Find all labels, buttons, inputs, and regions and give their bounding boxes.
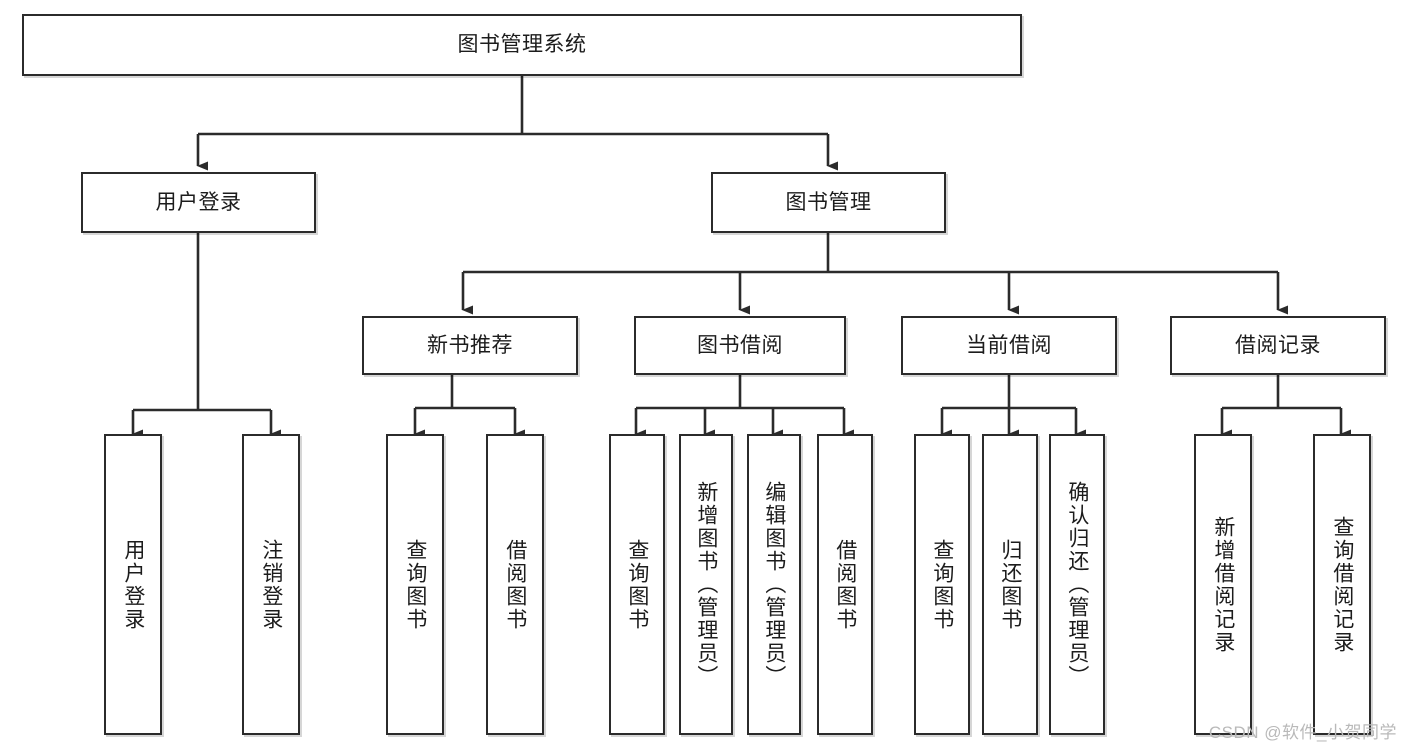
node-leaf-borrow-book-2[interactable]: 借阅图书 bbox=[817, 434, 873, 735]
node-new-book-rec-label: 新书推荐 bbox=[427, 333, 513, 357]
node-user-login[interactable]: 用户登录 bbox=[81, 172, 316, 233]
node-root-label: 图书管理系统 bbox=[457, 33, 587, 57]
node-book-borrow[interactable]: 图书借阅 bbox=[634, 316, 846, 375]
node-leaf-confirm-return-label: 确认归还（管理员） bbox=[1065, 481, 1089, 688]
node-leaf-edit-book[interactable]: 编辑图书（管理员） bbox=[747, 434, 801, 735]
node-leaf-query-record-label: 查询借阅记录 bbox=[1330, 515, 1354, 654]
node-leaf-query-book-3[interactable]: 查询图书 bbox=[914, 434, 970, 735]
watermark: CSDN @软件_小贺同学 bbox=[1208, 723, 1397, 742]
node-leaf-query-book-1-label: 查询图书 bbox=[403, 538, 427, 631]
node-leaf-edit-book-label: 编辑图书（管理员） bbox=[762, 481, 786, 688]
node-leaf-user-login-label: 用户登录 bbox=[121, 538, 145, 631]
node-leaf-query-record[interactable]: 查询借阅记录 bbox=[1313, 434, 1371, 735]
node-leaf-return-book-label: 归还图书 bbox=[998, 538, 1022, 631]
node-new-book-rec[interactable]: 新书推荐 bbox=[362, 316, 578, 375]
node-book-borrow-label: 图书借阅 bbox=[697, 333, 783, 357]
node-leaf-add-record-label: 新增借阅记录 bbox=[1211, 515, 1235, 654]
node-leaf-logout[interactable]: 注销登录 bbox=[242, 434, 300, 735]
node-leaf-add-record[interactable]: 新增借阅记录 bbox=[1194, 434, 1252, 735]
node-leaf-add-book-label: 新增图书（管理员） bbox=[694, 481, 718, 688]
node-borrow-record-label: 借阅记录 bbox=[1235, 333, 1321, 357]
node-leaf-borrow-book-2-label: 借阅图书 bbox=[833, 538, 857, 631]
node-user-login-label: 用户登录 bbox=[155, 190, 242, 214]
node-root[interactable]: 图书管理系统 bbox=[22, 14, 1022, 76]
node-leaf-return-book[interactable]: 归还图书 bbox=[982, 434, 1038, 735]
node-leaf-logout-label: 注销登录 bbox=[259, 538, 283, 631]
node-borrow-record[interactable]: 借阅记录 bbox=[1170, 316, 1386, 375]
node-current-borrow[interactable]: 当前借阅 bbox=[901, 316, 1117, 375]
node-book-manage-label: 图书管理 bbox=[785, 190, 872, 214]
node-current-borrow-label: 当前借阅 bbox=[966, 333, 1052, 357]
node-leaf-query-book-3-label: 查询图书 bbox=[930, 538, 954, 631]
node-leaf-borrow-book-1-label: 借阅图书 bbox=[503, 538, 527, 631]
node-book-manage[interactable]: 图书管理 bbox=[711, 172, 946, 233]
node-leaf-query-book-2-label: 查询图书 bbox=[625, 538, 649, 631]
node-leaf-borrow-book-1[interactable]: 借阅图书 bbox=[486, 434, 544, 735]
node-leaf-confirm-return[interactable]: 确认归还（管理员） bbox=[1049, 434, 1105, 735]
node-leaf-query-book-2[interactable]: 查询图书 bbox=[609, 434, 665, 735]
node-leaf-query-book-1[interactable]: 查询图书 bbox=[386, 434, 444, 735]
node-leaf-add-book[interactable]: 新增图书（管理员） bbox=[679, 434, 733, 735]
node-leaf-user-login[interactable]: 用户登录 bbox=[104, 434, 162, 735]
